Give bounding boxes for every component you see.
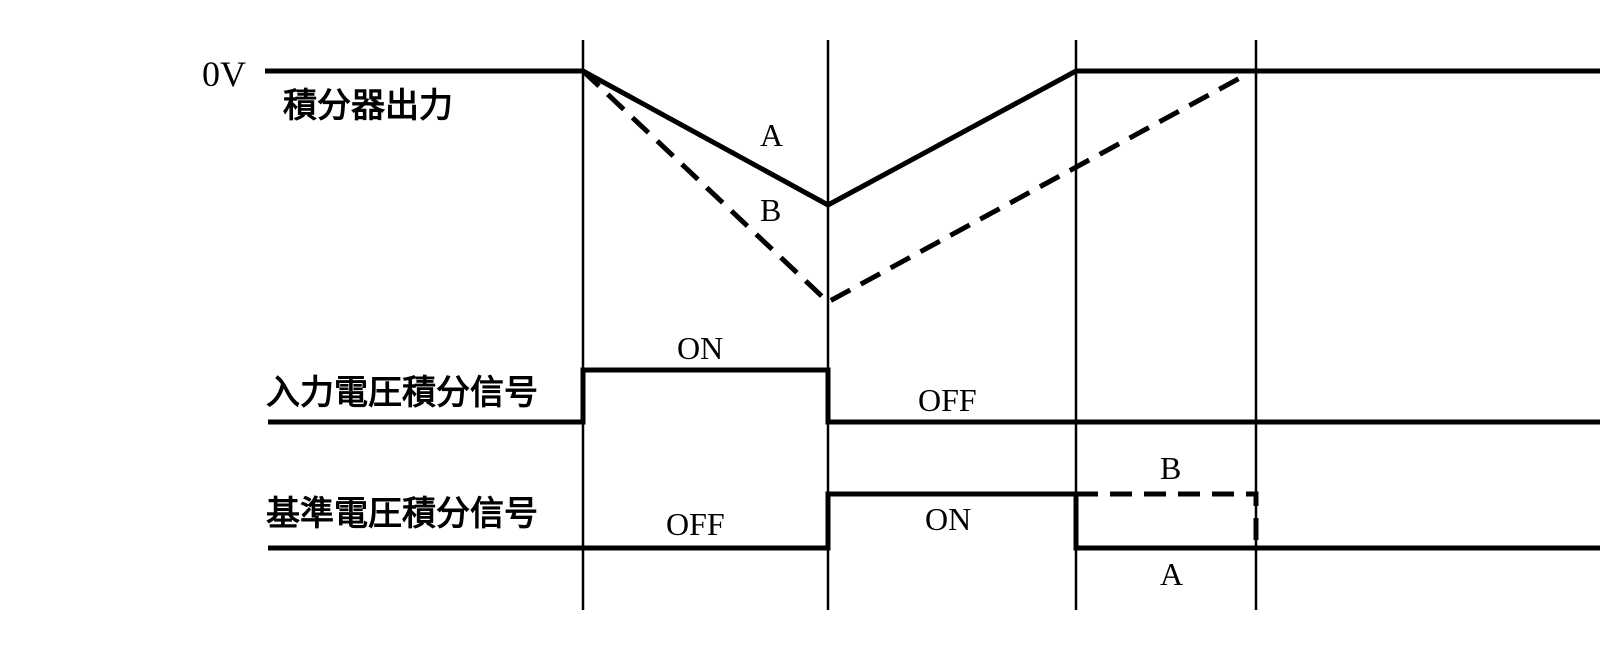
zero-volt-label: 0V [202,54,246,94]
input-voltage-signal-waveform [268,367,1600,425]
input-off-label: OFF [918,382,977,418]
input-voltage-signal-label: 入力電圧積分信号 [266,373,538,413]
reference-a-label: A [1160,556,1183,592]
reference-on-label: ON [925,501,971,537]
input-on-label: ON [677,330,723,366]
integrator-output-curve-a [265,68,1600,208]
reference-voltage-signal-waveform-b [1076,491,1259,548]
integrator-output-curve-b [581,69,1242,306]
curve-b-label: B [760,192,781,228]
reference-off-label: OFF [666,506,725,542]
curve-a-label: A [760,117,783,153]
reference-voltage-signal-waveform-a [268,491,1600,551]
reference-voltage-signal-label: 基準電圧積分信号 [266,494,538,534]
reference-b-label: B [1160,450,1181,486]
integrator-output-label: 積分器出力 [283,86,453,126]
